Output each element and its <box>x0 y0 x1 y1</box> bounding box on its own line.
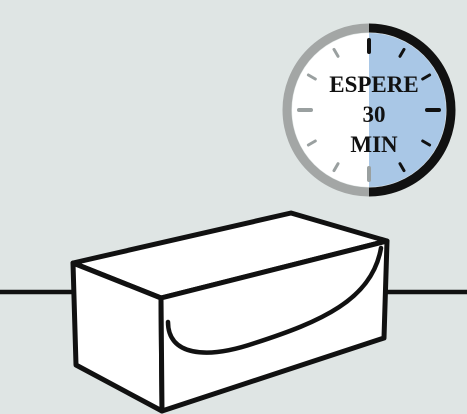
timer-line-2: 30 <box>363 102 386 127</box>
timer-line-3: MIN <box>350 132 398 157</box>
timer-line-1: ESPERE <box>329 72 418 97</box>
stopwatch-icon: ESPERE 30 MIN <box>287 28 451 192</box>
